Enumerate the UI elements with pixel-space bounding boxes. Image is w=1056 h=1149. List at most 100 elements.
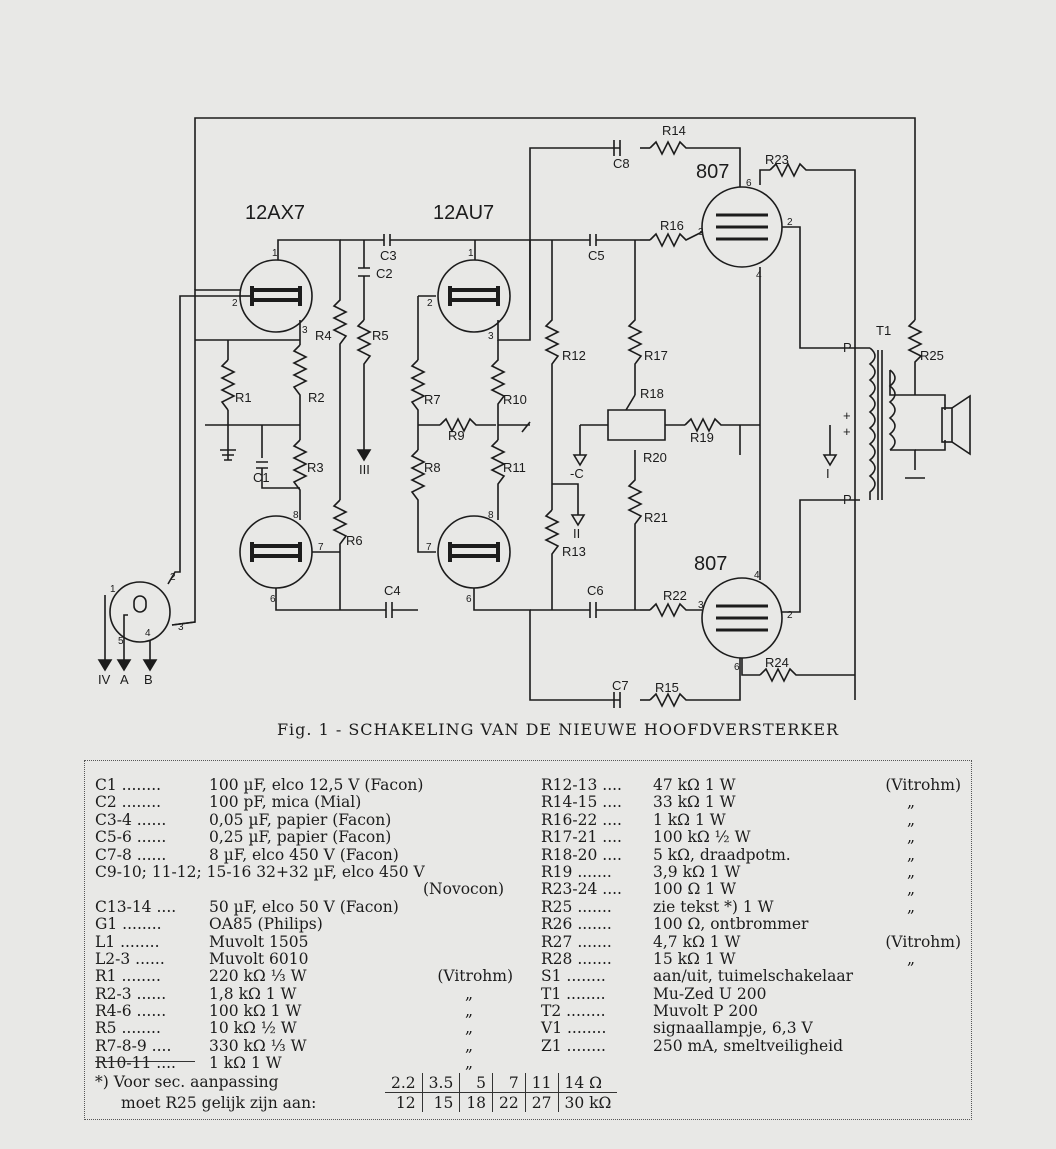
tube-v2a — [437, 259, 511, 333]
part-row: R23-24 ....100 Ω 1 W„ — [541, 880, 961, 899]
label-c2: C2 — [376, 266, 393, 281]
label-c3: C3 — [380, 248, 397, 263]
label-r6: R6 — [346, 533, 363, 548]
pin-label: 4 — [756, 270, 762, 281]
r8-resistor — [410, 449, 436, 553]
part-ref: V1 ........ — [541, 1019, 607, 1038]
part-note: „ — [906, 949, 915, 968]
label-r16: R16 — [660, 218, 684, 233]
part-ref: C1 ........ — [95, 776, 162, 794]
part-value: 0,25 µF, papier (Facon) — [209, 828, 392, 847]
tube-v1-label: 12AX7 — [245, 202, 305, 224]
part-note: (Vitrohm) — [885, 932, 961, 951]
part-value: aan/uit, tuimelschakelaar — [653, 967, 853, 986]
figure-caption: Fig. 1 - SCHAKELING VAN DE NIEUWE HOOFDV… — [276, 720, 840, 739]
part-value: Muvolt P 200 — [653, 1002, 758, 1021]
r10-resistor — [490, 340, 506, 440]
part-ref: R27 ....... — [541, 932, 612, 951]
kohm-cell: 22 — [492, 1092, 526, 1112]
part-ref: T2 ........ — [541, 1002, 606, 1021]
part-row: C13-14 ....50 µF, elco 50 V (Facon) — [95, 897, 513, 916]
part-value: 1 kΩ 1 W — [209, 1054, 282, 1073]
part-value: 3,9 kΩ 1 W — [653, 862, 741, 881]
part-row: L2-3 ......Muvolt 6010 — [95, 949, 513, 968]
transformer-p-bottom: P — [843, 492, 852, 507]
parts-list: C1 ........ 100 µF, elco 12,5 V (Facon) C… — [84, 760, 972, 1120]
part-value: Muvolt 1505 — [209, 932, 309, 951]
pin-label: 2 — [232, 298, 238, 309]
part-ref: C7-8 ...... — [95, 845, 167, 864]
r14-resistor — [649, 140, 741, 187]
part-value: Mu-Zed U 200 — [653, 984, 767, 1003]
pin-label: 3 — [488, 331, 494, 342]
pin-label: 6 — [734, 662, 740, 673]
label-r22: R22 — [663, 588, 687, 603]
part-row: G1 ........OA85 (Philips) — [95, 915, 513, 934]
part-row: R19 .......3,9 kΩ 1 W„ — [541, 862, 961, 881]
part-row: V1 ........signaallampje, 6,3 V — [541, 1019, 961, 1038]
part-value: 5 kΩ, draadpotm. — [653, 845, 791, 864]
label-c5: C5 — [588, 248, 605, 263]
part-row: R10-11 ....1 kΩ 1 W„ — [95, 1054, 513, 1073]
part-value: 100 µF, elco 12,5 V (Facon) — [209, 776, 424, 794]
label-r7: R7 — [424, 392, 441, 407]
label-r24: R24 — [765, 655, 789, 670]
part-ref: R18-20 .... — [541, 845, 622, 864]
part-ref: C13-14 .... — [95, 897, 177, 916]
ohm-cell: 5 — [459, 1073, 494, 1093]
ohm-cell: 3.5 — [422, 1073, 461, 1093]
r25-value-table: 2.2 3.5 5 7 11 14 Ω 12 15 18 22 27 30 kΩ — [385, 1073, 618, 1112]
part-row: C7-8 ......8 µF, elco 450 V (Facon) — [95, 845, 513, 864]
part-note: „ — [906, 793, 915, 812]
part-ref: T1 ........ — [541, 984, 606, 1003]
part-note: „ — [906, 828, 915, 847]
terminal-iii: III — [359, 462, 370, 477]
input-connector — [109, 581, 171, 643]
kohm-cell: 15 — [422, 1092, 461, 1112]
label-r15: R15 — [655, 680, 679, 695]
label-r25: R25 — [920, 348, 944, 363]
part-note: „ — [906, 810, 915, 829]
pin-label: 6 — [466, 594, 472, 605]
label-r17: R17 — [644, 348, 668, 363]
label-r14: R14 — [662, 123, 686, 138]
footnote-rule — [95, 1061, 195, 1062]
label-r23: R23 — [765, 152, 789, 167]
part-value: Muvolt 6010 — [209, 949, 309, 968]
kohm-cell: 12 — [385, 1092, 423, 1112]
part-ref: R7-8-9 .... — [95, 1036, 172, 1055]
terminal-a: A — [120, 672, 129, 687]
pin-label: 8 — [293, 510, 299, 521]
label-c6: C6 — [587, 583, 604, 598]
tube-v4-label: 807 — [694, 553, 727, 575]
pin-label: 7 — [426, 542, 432, 553]
part-ref: L1 ........ — [95, 932, 160, 951]
pin-label: 6 — [270, 594, 276, 605]
footnote-line-1: *) Voor sec. aanpassing — [95, 1073, 279, 1091]
label-r8: R8 — [424, 460, 441, 475]
part-note: „ — [906, 845, 915, 864]
part-note: „ — [464, 1054, 473, 1073]
t1-primary — [860, 347, 876, 500]
part-value: OA85 (Philips) — [209, 915, 323, 934]
part-note: „ — [464, 1036, 473, 1055]
pin-label: 3 — [178, 622, 184, 633]
kohm-cell: 18 — [459, 1092, 494, 1112]
part-row: R27 .......4,7 kΩ 1 W(Vitrohm) — [541, 932, 961, 951]
r24-resistor — [759, 667, 855, 683]
part-row: R4-6 ......100 kΩ 1 W„ — [95, 1002, 513, 1020]
part-row: R16-22 ....1 kΩ 1 W„ — [541, 810, 961, 829]
speaker-icon — [941, 407, 953, 443]
part-row: R25 .......zie tekst *) 1 W„ — [541, 898, 961, 916]
label-c8: C8 — [613, 156, 630, 171]
part-ref: R12-13 .... — [541, 776, 622, 794]
part-row: R17-21 ....100 kΩ ½ W„ — [541, 828, 961, 847]
r9-resistor — [439, 417, 496, 433]
part-ref: R23-24 .... — [541, 880, 622, 899]
part-row: C9-10; 11-12; 15-16 32+32 µF, elco 450 V — [95, 863, 513, 881]
ohms-row: 2.2 3.5 5 7 11 14 Ω — [385, 1073, 618, 1093]
part-note: (Vitrohm) — [885, 776, 961, 794]
part-row: Z1 ........250 mA, smeltveiligheid — [541, 1037, 961, 1055]
r2-resistor — [292, 344, 308, 440]
kohm-cell: 27 — [525, 1092, 559, 1112]
